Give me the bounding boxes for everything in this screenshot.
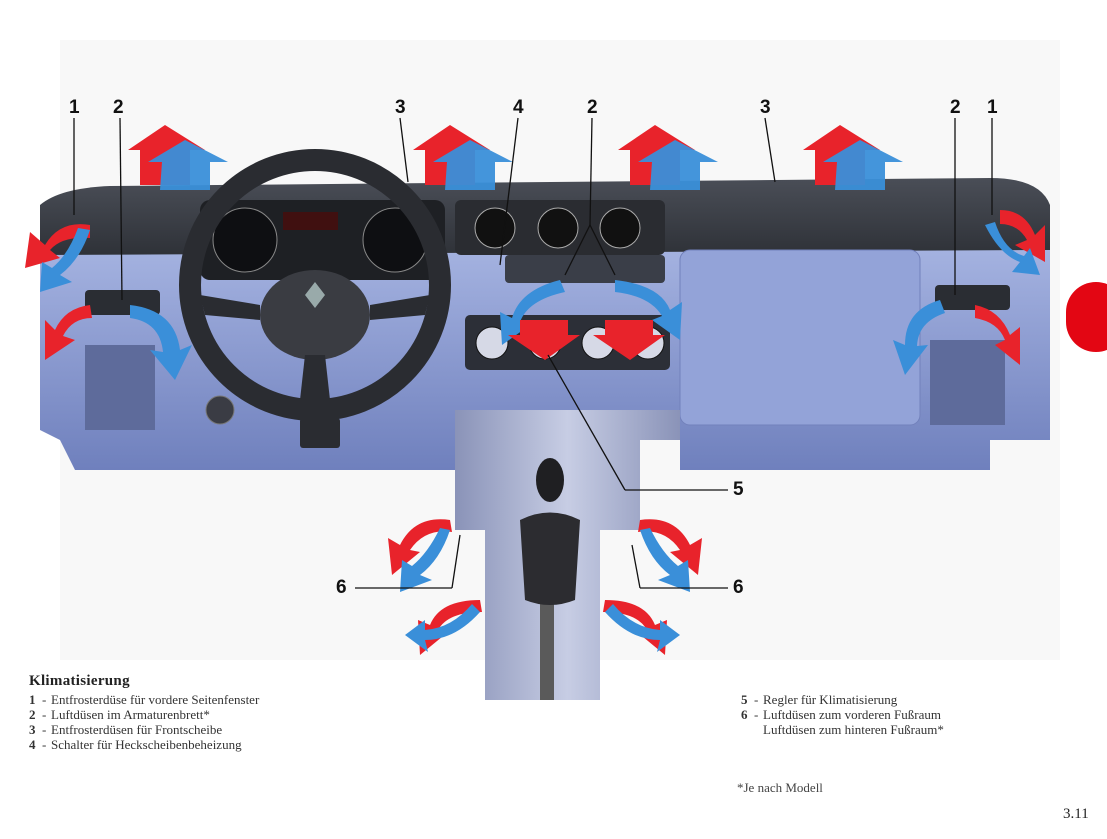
glovebox xyxy=(680,250,920,425)
legend-item: 1-Entfrosterdüse für vordere Seitenfenst… xyxy=(29,692,259,707)
page-number: 3.11 xyxy=(1063,806,1089,823)
right-speaker xyxy=(930,340,1005,425)
center-vents xyxy=(505,255,665,283)
callout-3-left: 3 xyxy=(395,98,406,117)
right-side-vent xyxy=(935,285,1010,310)
legend-right: 5-Regler für Klimatisierung 6-Luftdüsen … xyxy=(741,692,944,737)
footnote: *Je nach Modell xyxy=(737,780,823,796)
legend-item: Luftdüsen zum hinteren Fußraum* xyxy=(741,722,944,737)
callout-2-center: 2 xyxy=(587,98,598,117)
callout-3-right: 3 xyxy=(760,98,771,117)
legend-item: 3-Entfrosterdüsen für Frontscheibe xyxy=(29,722,259,737)
legend-left: 1-Entfrosterdüse für vordere Seitenfenst… xyxy=(29,692,259,752)
legend-item: 4-Schalter für Heckscheibenbeheizung xyxy=(29,737,259,752)
light-switch xyxy=(206,396,234,424)
section-title: Klimatisierung xyxy=(29,673,130,690)
left-speaker xyxy=(85,345,155,430)
callout-6-right: 6 xyxy=(733,578,744,597)
callout-6-left: 6 xyxy=(336,578,347,597)
legend-item: 2-Luftdüsen im Armaturenbrett* xyxy=(29,707,259,722)
callout-1-left: 1 xyxy=(69,98,80,117)
callout-2-left: 2 xyxy=(113,98,124,117)
legend-item: 5-Regler für Klimatisierung xyxy=(741,692,944,707)
gear-knob xyxy=(536,458,564,502)
callout-1-right: 1 xyxy=(987,98,998,117)
callout-2-right: 2 xyxy=(950,98,961,117)
callout-5: 5 xyxy=(733,480,744,499)
legend-item: 6-Luftdüsen zum vorderen Fußraum xyxy=(741,707,944,722)
callout-4: 4 xyxy=(513,98,524,117)
